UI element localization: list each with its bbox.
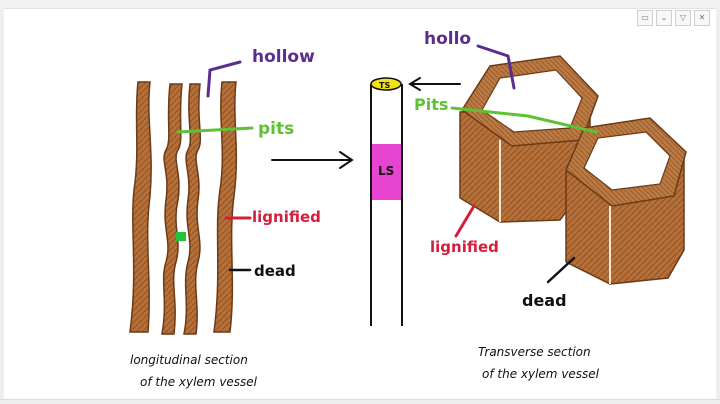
ls-band	[372, 144, 401, 200]
triangle-down-icon[interactable]: ▽	[675, 10, 691, 26]
caption-left-line1: longitudinal section	[130, 353, 248, 367]
window-frame-right	[716, 8, 720, 400]
label-lignified-left: lignified	[252, 208, 321, 226]
longitudinal-section	[129, 60, 254, 335]
arrow-to-ls	[271, 151, 354, 169]
hollow-pointer-right	[476, 44, 516, 90]
transverse-section	[450, 44, 687, 285]
caption-right-line2: of the xylem vessel	[482, 367, 600, 381]
hollow-pointer-left	[206, 60, 242, 98]
window-icon[interactable]: ▭	[637, 10, 653, 26]
label-dead-left: dead	[254, 262, 296, 280]
label-pits-left: pits	[258, 119, 294, 139]
label-hollow-right: hollo	[424, 29, 471, 49]
pits-pointer-left	[176, 126, 254, 134]
pits-pointer-right	[450, 106, 598, 134]
label-pits-right: Pits	[414, 95, 448, 114]
pit-dot	[176, 232, 186, 241]
caption-right-line1: Transverse section	[478, 345, 591, 359]
lignified-pointer-right	[454, 204, 476, 238]
outer-wall-right	[213, 81, 238, 333]
hex-prism-2-hollow	[583, 131, 671, 191]
hex-prism-1-hollow	[481, 69, 583, 133]
inner-wall-b	[183, 83, 202, 335]
dead-pointer-right	[546, 256, 576, 284]
vessel-tube	[370, 77, 461, 326]
outer-wall-left	[129, 81, 152, 333]
window-top-bar	[0, 0, 720, 9]
label-lignified-right: lignified	[430, 238, 499, 256]
chevron-down-icon[interactable]: ⌄	[656, 10, 672, 26]
close-icon[interactable]: ✕	[694, 10, 710, 26]
label-hollow-left: hollow	[252, 47, 315, 67]
window-frame-bottom	[0, 399, 720, 404]
arrow-to-ts	[408, 77, 461, 91]
inner-wall-a	[161, 83, 183, 335]
label-ls: LS	[378, 164, 394, 178]
label-ts: TS	[379, 81, 390, 90]
label-dead-right: dead	[522, 291, 567, 310]
ts-ring	[370, 77, 402, 91]
window-frame-left	[0, 8, 4, 400]
caption-left-line2: of the xylem vessel	[140, 375, 258, 389]
window-toolbar: ▭ ⌄ ▽ ✕	[637, 10, 710, 26]
